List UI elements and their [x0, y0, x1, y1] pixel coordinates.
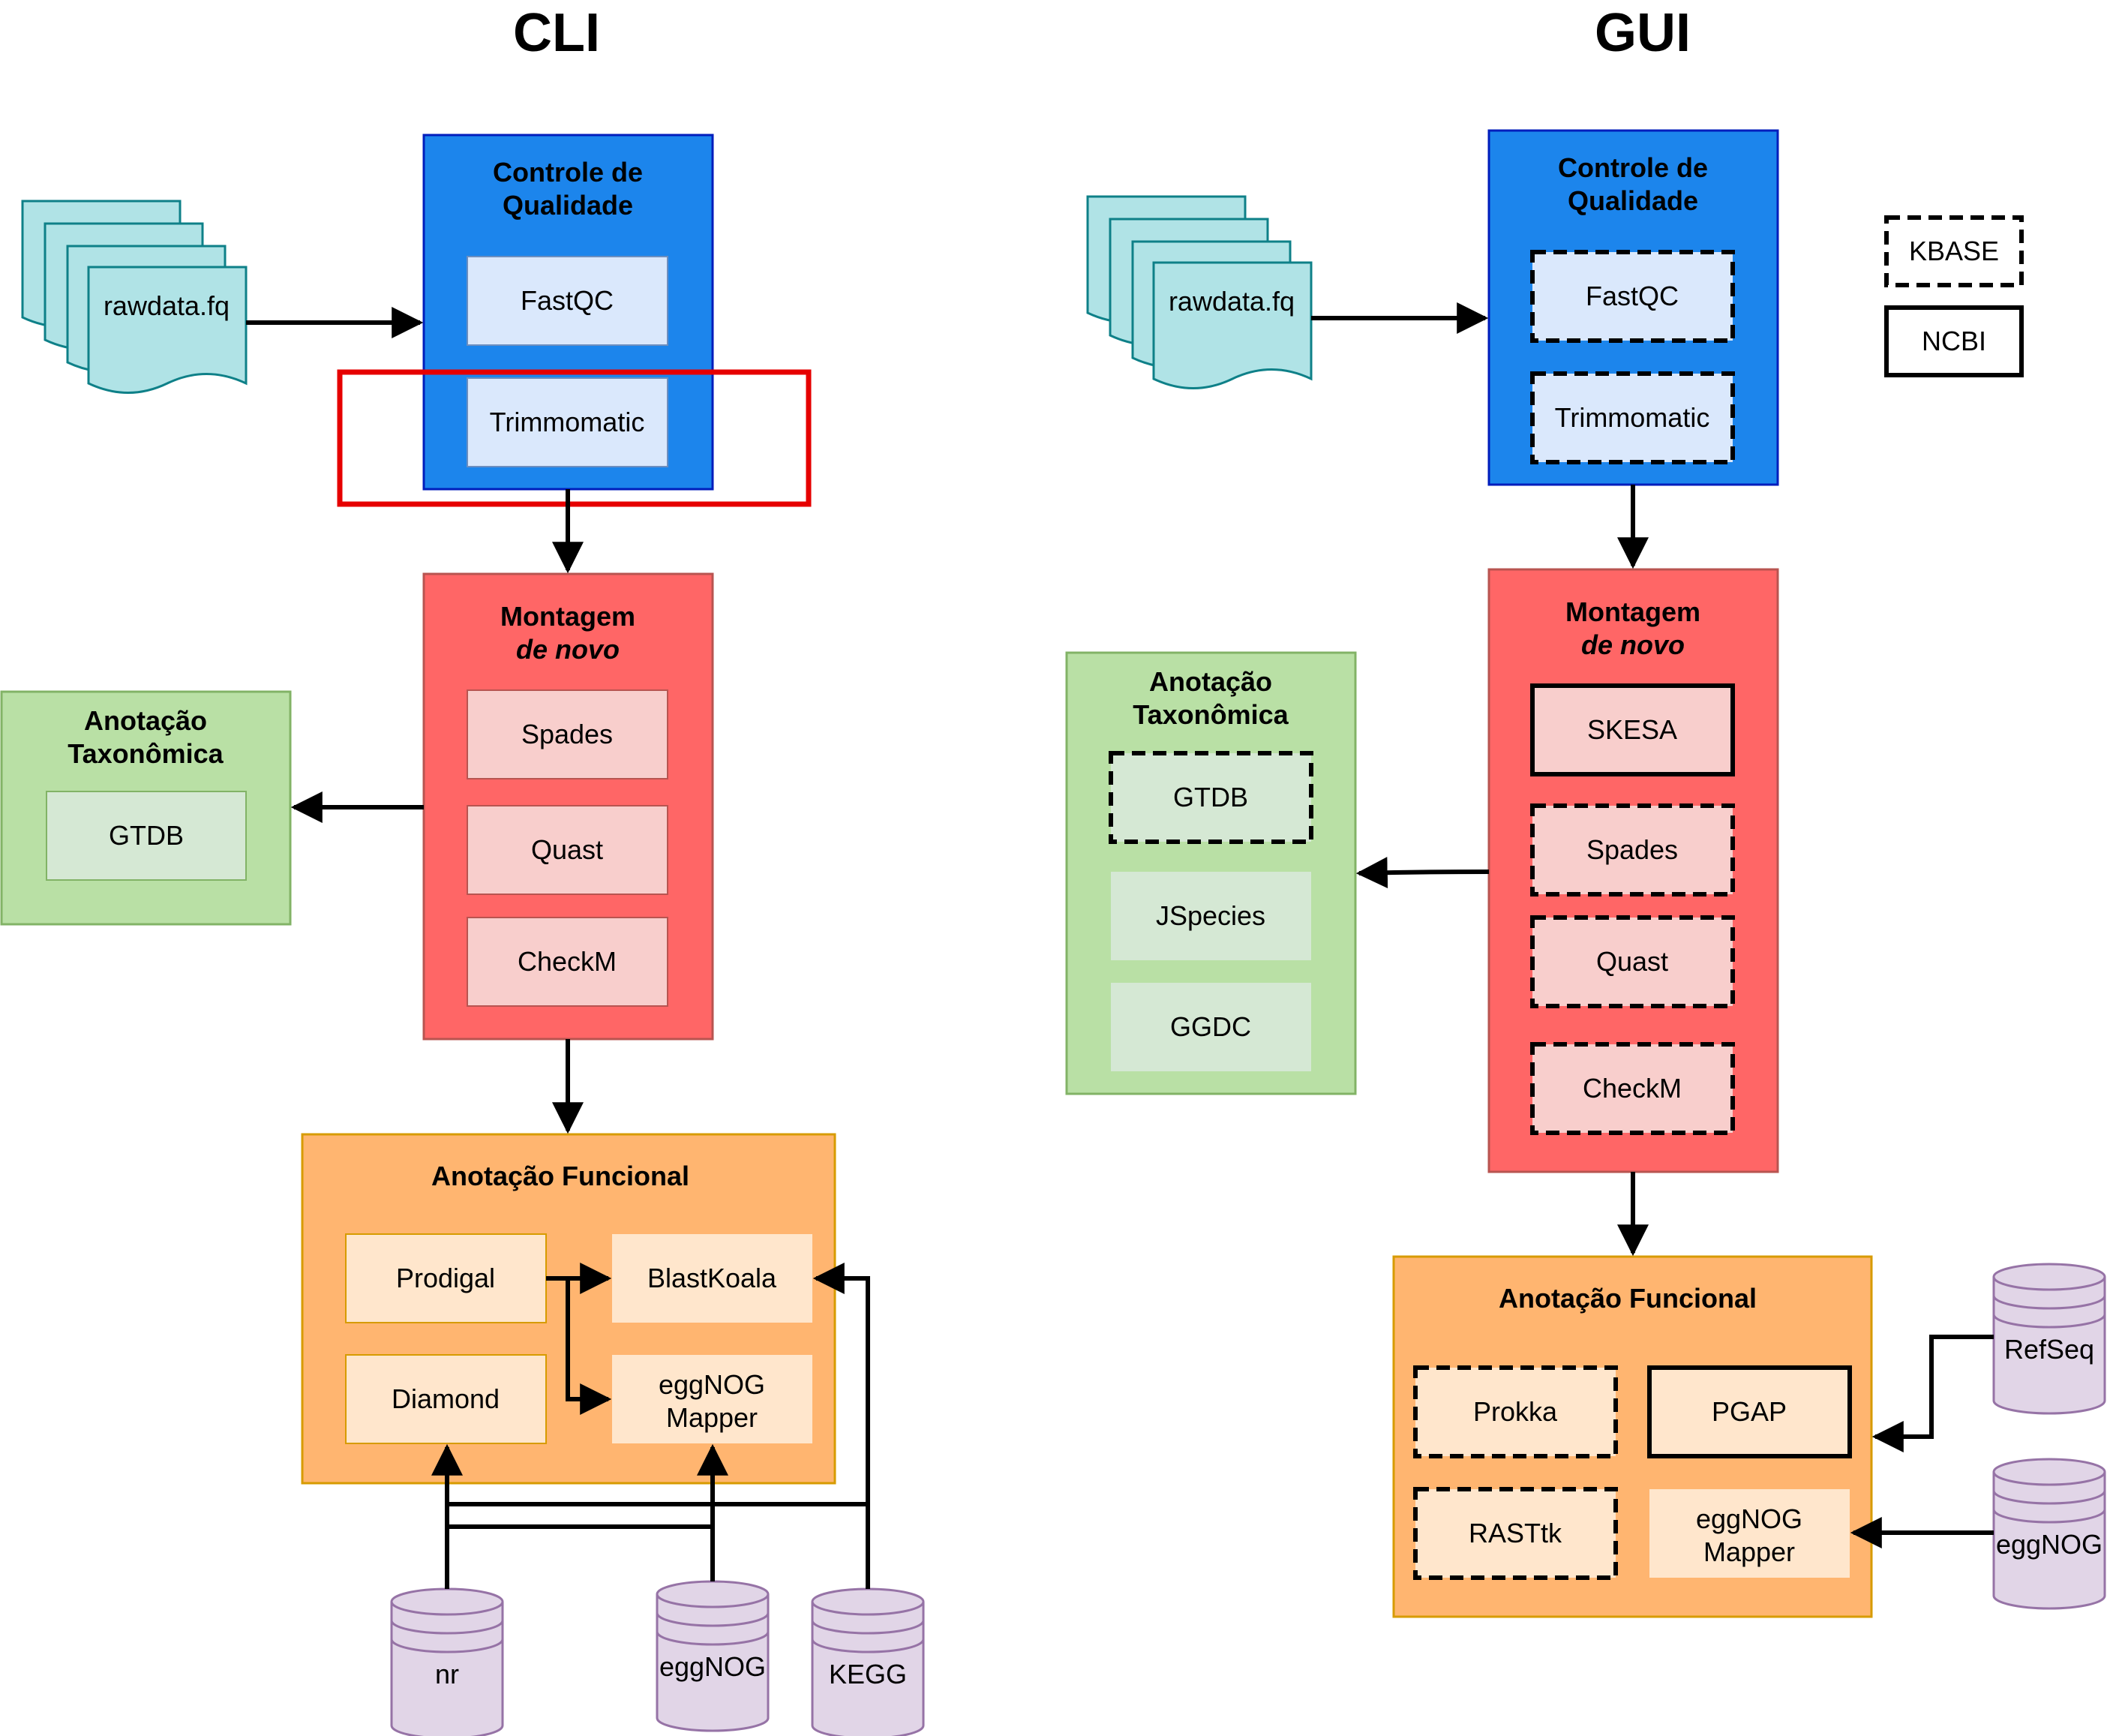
gui-functional-title: Anotação Funcional — [1499, 1283, 1757, 1314]
gui-tool-jspecies: JSpecies — [1156, 900, 1265, 931]
cli-tool-prodigal: Prodigal — [396, 1263, 495, 1293]
gui-tool-pgap: PGAP — [1712, 1396, 1787, 1427]
cli-assembly-group: Montagem de novo Spades Quast CheckM — [422, 572, 714, 1041]
gui-heading: GUI — [1595, 3, 1691, 63]
cli-rawdata-files: rawdata.fq — [21, 200, 248, 394]
gui-quality-title-2: Qualidade — [1568, 185, 1698, 216]
gui-taxonomy-title-1: Anotação — [1149, 666, 1272, 697]
cli-tool-eggnog-mapper-2: Mapper — [666, 1402, 758, 1433]
cli-db-kegg: KEGG — [811, 1587, 925, 1736]
cli-db-eggnog: eggNOG — [656, 1580, 770, 1732]
gui-connectors — [1311, 302, 1994, 1548]
gui-rawdata-files: rawdata.fq — [1086, 195, 1313, 389]
gui-db-eggnog: eggNOG — [1992, 1458, 2106, 1610]
gui-tool-spades: Spades — [1586, 834, 1678, 865]
cli-trimmomatic-highlight — [337, 369, 812, 507]
gui-tool-ggdc: GGDC — [1170, 1011, 1251, 1042]
cli-functional-title: Anotação Funcional — [431, 1161, 689, 1191]
gui-file-label: rawdata.fq — [1169, 286, 1295, 317]
legend-ncbi-label: NCBI — [1922, 326, 1986, 356]
cli-quality-title-1: Controle de — [493, 157, 643, 188]
cli-db-nr: nr — [390, 1587, 504, 1736]
gui-tool-prokka: Prokka — [1473, 1396, 1558, 1427]
cli-heading: CLI — [513, 3, 600, 63]
gui-taxonomy-group: Anotação Taxonômica GTDB JSpecies GGDC — [1065, 651, 1357, 1095]
gui-tool-eggnog-mapper-2: Mapper — [1703, 1536, 1795, 1567]
gui-tool-gtdb: GTDB — [1173, 782, 1248, 812]
legend-kbase-box — [1884, 215, 2024, 287]
cli-file-label: rawdata.fq — [104, 290, 230, 321]
cli-db-kegg-label: KEGG — [829, 1659, 907, 1689]
cli-assembly-title-2: de novo — [516, 634, 620, 665]
cli-assembly-title-1: Montagem — [500, 601, 635, 632]
gui-tool-checkm: CheckM — [1583, 1073, 1682, 1104]
legend: KBASE NCBI — [1884, 215, 2024, 377]
cli-quality-group: Controle de Qualidade FastQC Trimmomatic — [422, 134, 714, 491]
cli-tool-blastkoala: BlastKoala — [647, 1263, 777, 1293]
gui-quality-title-1: Controle de — [1558, 152, 1708, 183]
gui-assembly-title-2: de novo — [1581, 629, 1685, 660]
gui-db-refseq: RefSeq — [1992, 1263, 2106, 1415]
cli-taxonomy-group: Anotação Taxonômica GTDB — [0, 690, 292, 926]
gui-taxonomy-title-2: Taxonômica — [1133, 699, 1289, 730]
cli-db-nr-label: nr — [435, 1659, 459, 1689]
cli-tool-gtdb: GTDB — [109, 820, 184, 851]
cli-tool-fastqc: FastQC — [521, 285, 614, 316]
gui-assembly-group: Montagem de novo SKESA Spades Quast Chec… — [1487, 568, 1779, 1173]
gui-assembly-title-1: Montagem — [1565, 596, 1700, 627]
cli-tool-trimmomatic: Trimmomatic — [490, 407, 645, 437]
legend-ncbi-box — [1884, 305, 2024, 377]
cli-db-eggnog-label: eggNOG — [659, 1651, 766, 1682]
cli-tool-eggnog-mapper-1: eggNOG — [659, 1369, 765, 1400]
gui-tool-fastqc: FastQC — [1586, 281, 1679, 311]
cli-tool-quast: Quast — [531, 834, 603, 865]
cli-tool-diamond: Diamond — [392, 1383, 500, 1414]
cli-tool-spades: Spades — [521, 719, 613, 749]
cli-taxonomy-title-1: Anotação — [84, 705, 207, 736]
gui-quality-group: Controle de Qualidade FastQC Trimmomatic — [1487, 129, 1779, 486]
gui-tool-skesa: SKESA — [1587, 714, 1677, 745]
cli-functional-group: Anotação Funcional Prodigal BlastKoala D… — [301, 1133, 836, 1485]
gui-functional-group: Anotação Funcional Prokka PGAP RASTtk eg… — [1392, 1255, 1873, 1618]
cli-tool-checkm: CheckM — [518, 946, 617, 977]
gui-tool-trimmomatic: Trimmomatic — [1555, 402, 1710, 433]
gui-tool-quast: Quast — [1596, 946, 1668, 977]
gui-db-refseq-label: RefSeq — [2004, 1334, 2094, 1365]
gui-tool-rasttk: RASTtk — [1469, 1518, 1562, 1548]
gui-tool-eggnog-mapper-1: eggNOG — [1696, 1503, 1802, 1534]
cli-connectors — [246, 307, 870, 1589]
gui-db-eggnog-label: eggNOG — [1996, 1529, 2102, 1560]
cli-taxonomy-title-2: Taxonômica — [68, 738, 224, 769]
legend-kbase-label: KBASE — [1909, 236, 1999, 266]
cli-quality-title-2: Qualidade — [503, 190, 633, 221]
